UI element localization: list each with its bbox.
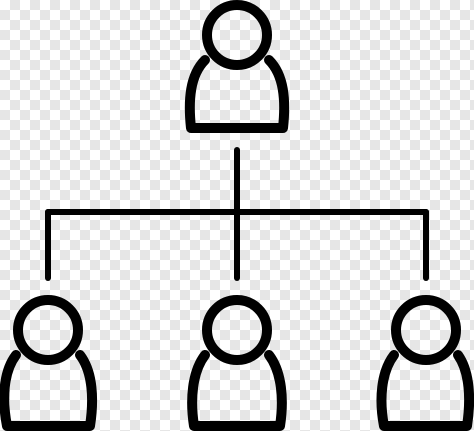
left-person-head (13, 295, 83, 365)
top-person-body (184, 55, 290, 133)
center-person-icon (187, 295, 287, 431)
right-person-body (376, 350, 474, 431)
top-person-icon (184, 0, 290, 133)
left-person-icon (0, 295, 98, 431)
right-person-head (391, 295, 461, 365)
left-person-body (0, 350, 98, 431)
top-person-head (202, 0, 272, 70)
right-person-icon (376, 295, 474, 431)
center-person-body (187, 350, 287, 431)
connector-lines (45, 147, 429, 281)
center-person-head (202, 295, 272, 365)
